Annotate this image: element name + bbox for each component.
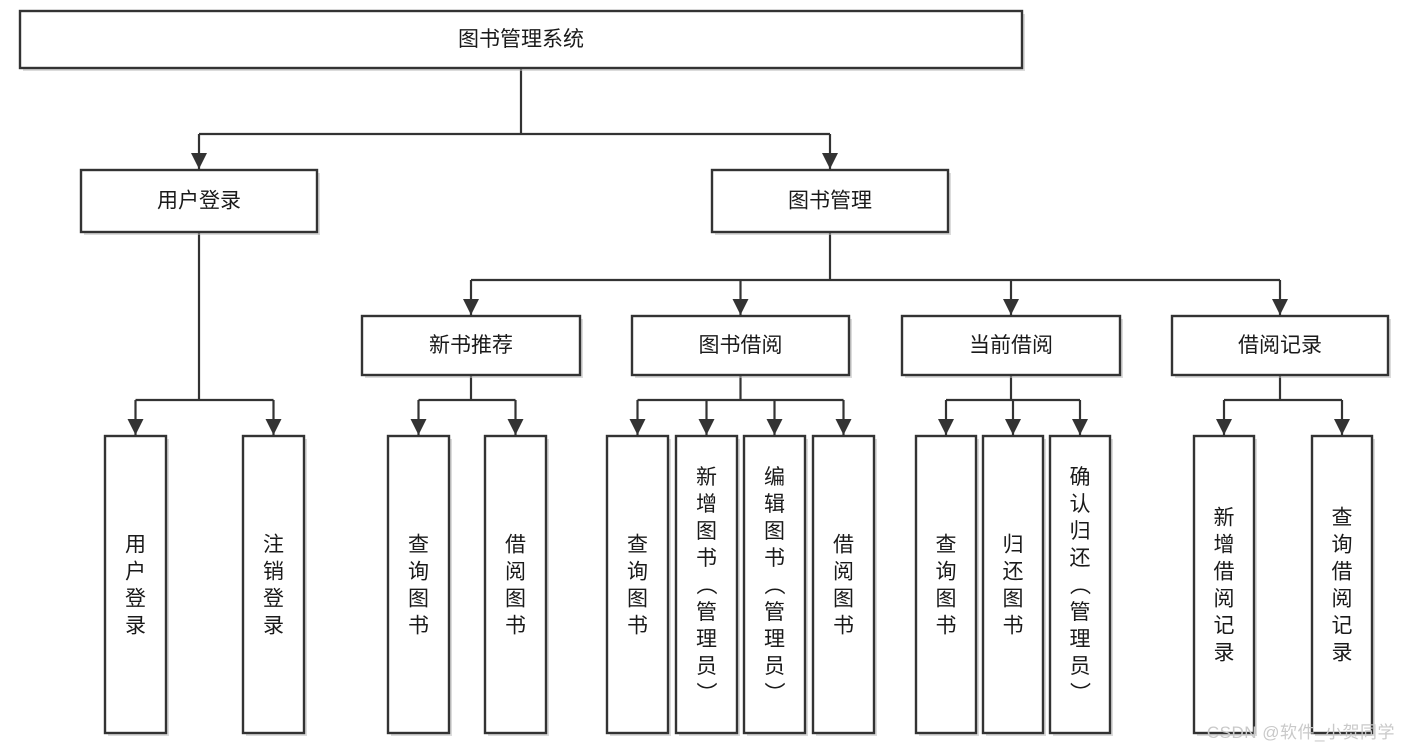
arrow-head-icon xyxy=(629,419,646,435)
node-rect[interactable] xyxy=(103,434,168,735)
node-leaf-edit-book[interactable]: 编辑图书（管理员） xyxy=(742,434,808,736)
node-leaf-logout[interactable]: 注销登录 xyxy=(241,434,307,736)
node-label: 图书管理系统 xyxy=(458,28,584,51)
node-leaf-query-book[interactable]: 查询图书 xyxy=(605,434,671,736)
node-label: 查询图书 xyxy=(936,534,957,638)
node-rect[interactable] xyxy=(630,314,851,377)
node-rect[interactable] xyxy=(386,434,451,735)
node-rect[interactable] xyxy=(79,168,319,234)
node-leaf-borrow-book-rec[interactable]: 借阅图书 xyxy=(483,434,549,736)
arrow-head-icon xyxy=(1003,299,1019,315)
watermark-label: CSDN @软件_小贺同学 xyxy=(1206,723,1395,742)
connectors-layer xyxy=(127,68,1350,435)
arrow-head-icon xyxy=(732,299,749,315)
node-rect[interactable] xyxy=(742,434,807,735)
node-leaf-query-book-rec[interactable]: 查询图书 xyxy=(386,434,452,736)
node-rect[interactable] xyxy=(1192,434,1256,735)
arrow-head-icon xyxy=(463,299,479,315)
node-rect[interactable] xyxy=(914,434,978,735)
node-rect[interactable] xyxy=(811,434,876,735)
node-root[interactable]: 图书管理系统 xyxy=(18,9,1025,71)
node-label: 查询借阅记录 xyxy=(1332,507,1353,665)
node-label: 新书推荐 xyxy=(429,334,513,357)
arrow-head-icon xyxy=(1005,419,1021,435)
node-rect[interactable] xyxy=(900,314,1122,377)
arrow-head-icon xyxy=(938,419,954,435)
node-rect[interactable] xyxy=(605,434,670,735)
node-rect[interactable] xyxy=(1310,434,1374,735)
node-leaf-confirm-return[interactable]: 确认归还（管理员） xyxy=(1048,434,1113,736)
node-leaf-query-record[interactable]: 查询借阅记录 xyxy=(1310,434,1375,736)
arrow-head-icon xyxy=(822,153,838,169)
node-label: 查询图书 xyxy=(627,534,648,638)
nodes-layer: 图书管理系统用户登录图书管理新书推荐图书借阅当前借阅借阅记录用户登录注销登录查询… xyxy=(18,9,1391,736)
node-leaf-return-book[interactable]: 归还图书 xyxy=(981,434,1046,736)
arrow-head-icon xyxy=(835,419,852,435)
arrow-head-icon xyxy=(191,153,207,169)
node-label: 图书管理 xyxy=(788,190,872,213)
node-book-manage[interactable]: 图书管理 xyxy=(710,168,951,235)
arrow-head-icon xyxy=(1334,419,1350,435)
arrow-head-icon xyxy=(1272,299,1288,315)
node-rect[interactable] xyxy=(710,168,950,234)
node-rect[interactable] xyxy=(981,434,1045,735)
node-current-borrow[interactable]: 当前借阅 xyxy=(900,314,1123,378)
node-label: 新增借阅记录 xyxy=(1214,507,1235,665)
arrow-head-icon xyxy=(698,419,715,435)
node-rect[interactable] xyxy=(360,314,582,377)
node-leaf-query-book-cur[interactable]: 查询图书 xyxy=(914,434,979,736)
node-label: 图书借阅 xyxy=(699,334,783,357)
node-label: 借阅图书 xyxy=(833,534,854,638)
node-leaf-user-login[interactable]: 用户登录 xyxy=(103,434,169,736)
node-rect[interactable] xyxy=(674,434,739,735)
node-label: 当前借阅 xyxy=(969,334,1053,357)
node-rect[interactable] xyxy=(1170,314,1390,377)
node-label: 归还图书 xyxy=(1003,534,1024,638)
node-rect[interactable] xyxy=(483,434,548,735)
node-user-login[interactable]: 用户登录 xyxy=(79,168,320,235)
node-leaf-add-book[interactable]: 新增图书（管理员） xyxy=(674,434,740,736)
arrow-head-icon xyxy=(1072,419,1088,435)
arrow-head-icon xyxy=(265,419,282,435)
arrow-head-icon xyxy=(1216,419,1232,435)
arrow-head-icon xyxy=(127,419,144,435)
node-new-book-rec[interactable]: 新书推荐 xyxy=(360,314,583,378)
node-rect[interactable] xyxy=(241,434,306,735)
node-rect[interactable] xyxy=(1048,434,1112,735)
node-leaf-borrow-book[interactable]: 借阅图书 xyxy=(811,434,877,736)
node-rect[interactable] xyxy=(18,9,1024,70)
node-borrow-record[interactable]: 借阅记录 xyxy=(1170,314,1391,378)
node-label: 确认归还（管理员） xyxy=(1070,466,1092,705)
node-label: 借阅记录 xyxy=(1238,334,1322,357)
node-label: 用户登录 xyxy=(157,190,241,213)
node-label: 借阅图书 xyxy=(505,534,526,638)
node-label: 查询图书 xyxy=(408,534,429,638)
node-label: 新增图书（管理员） xyxy=(696,466,718,705)
node-leaf-add-record[interactable]: 新增借阅记录 xyxy=(1192,434,1257,736)
arrow-head-icon xyxy=(766,419,783,435)
node-label: 用户登录 xyxy=(125,534,146,638)
node-label: 注销登录 xyxy=(263,534,284,638)
arrow-head-icon xyxy=(507,419,524,435)
node-book-borrow[interactable]: 图书借阅 xyxy=(630,314,852,378)
node-label: 编辑图书（管理员） xyxy=(764,466,786,705)
arrow-head-icon xyxy=(410,419,427,435)
